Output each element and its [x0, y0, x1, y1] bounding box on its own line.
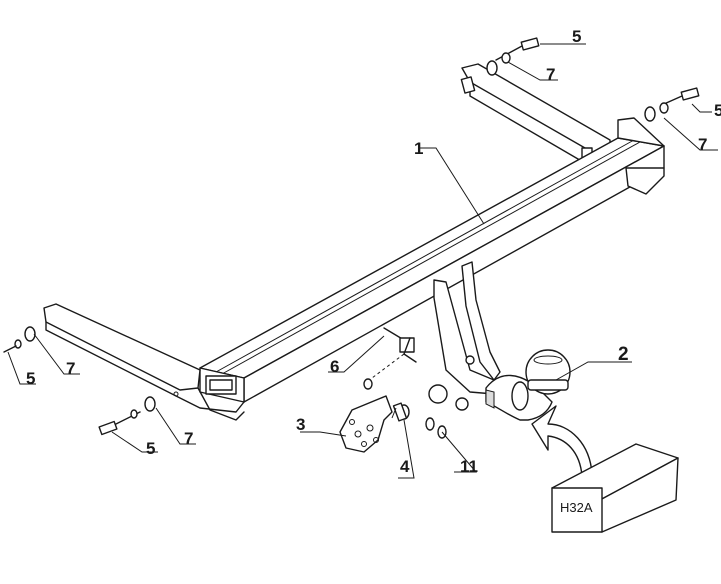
label-bolt-top: 5: [572, 27, 581, 46]
label-washer-left: 7: [66, 359, 75, 378]
main-cross-beam: [199, 117, 665, 403]
callout-labels: 1 2 3 4 5 5 5 5 6 7 7 7 7 11: [26, 27, 721, 476]
label-washer-right: 7: [698, 135, 707, 154]
bolt-set-top: [486, 37, 540, 76]
right-side-bracket: [460, 63, 611, 167]
neck-mount-plate: [428, 261, 501, 411]
curved-arrow-icon: [531, 405, 593, 477]
part-4-spacer: [391, 402, 410, 422]
model-code-box: H32A: [551, 443, 679, 533]
label-towbar: 1: [414, 139, 423, 158]
part-11-nut-washer: [425, 417, 447, 439]
part-6-bolt: [363, 327, 417, 390]
socket-plate: [339, 395, 393, 453]
label-bolt-bottom: 5: [146, 439, 155, 458]
bolt-set-bottom: [98, 396, 156, 436]
leader-lines: [7, 43, 718, 479]
label-socket-plate: 3: [296, 415, 305, 434]
label-bolt-right: 5: [714, 101, 721, 120]
label-washer-bottom: 7: [184, 429, 193, 448]
label-washer-top: 7: [546, 65, 555, 84]
model-code: H32A: [560, 500, 593, 515]
tow-ball: [525, 349, 571, 395]
bolt-set-right: [644, 87, 700, 122]
left-side-bracket: [43, 303, 245, 421]
label-ball: 2: [618, 344, 629, 365]
label-part-4: 4: [400, 457, 410, 476]
label-part-11: 11: [460, 457, 478, 476]
label-bolt-left: 5: [26, 369, 35, 388]
bolt-set-left: [3, 326, 36, 353]
label-part-6: 6: [330, 357, 339, 376]
